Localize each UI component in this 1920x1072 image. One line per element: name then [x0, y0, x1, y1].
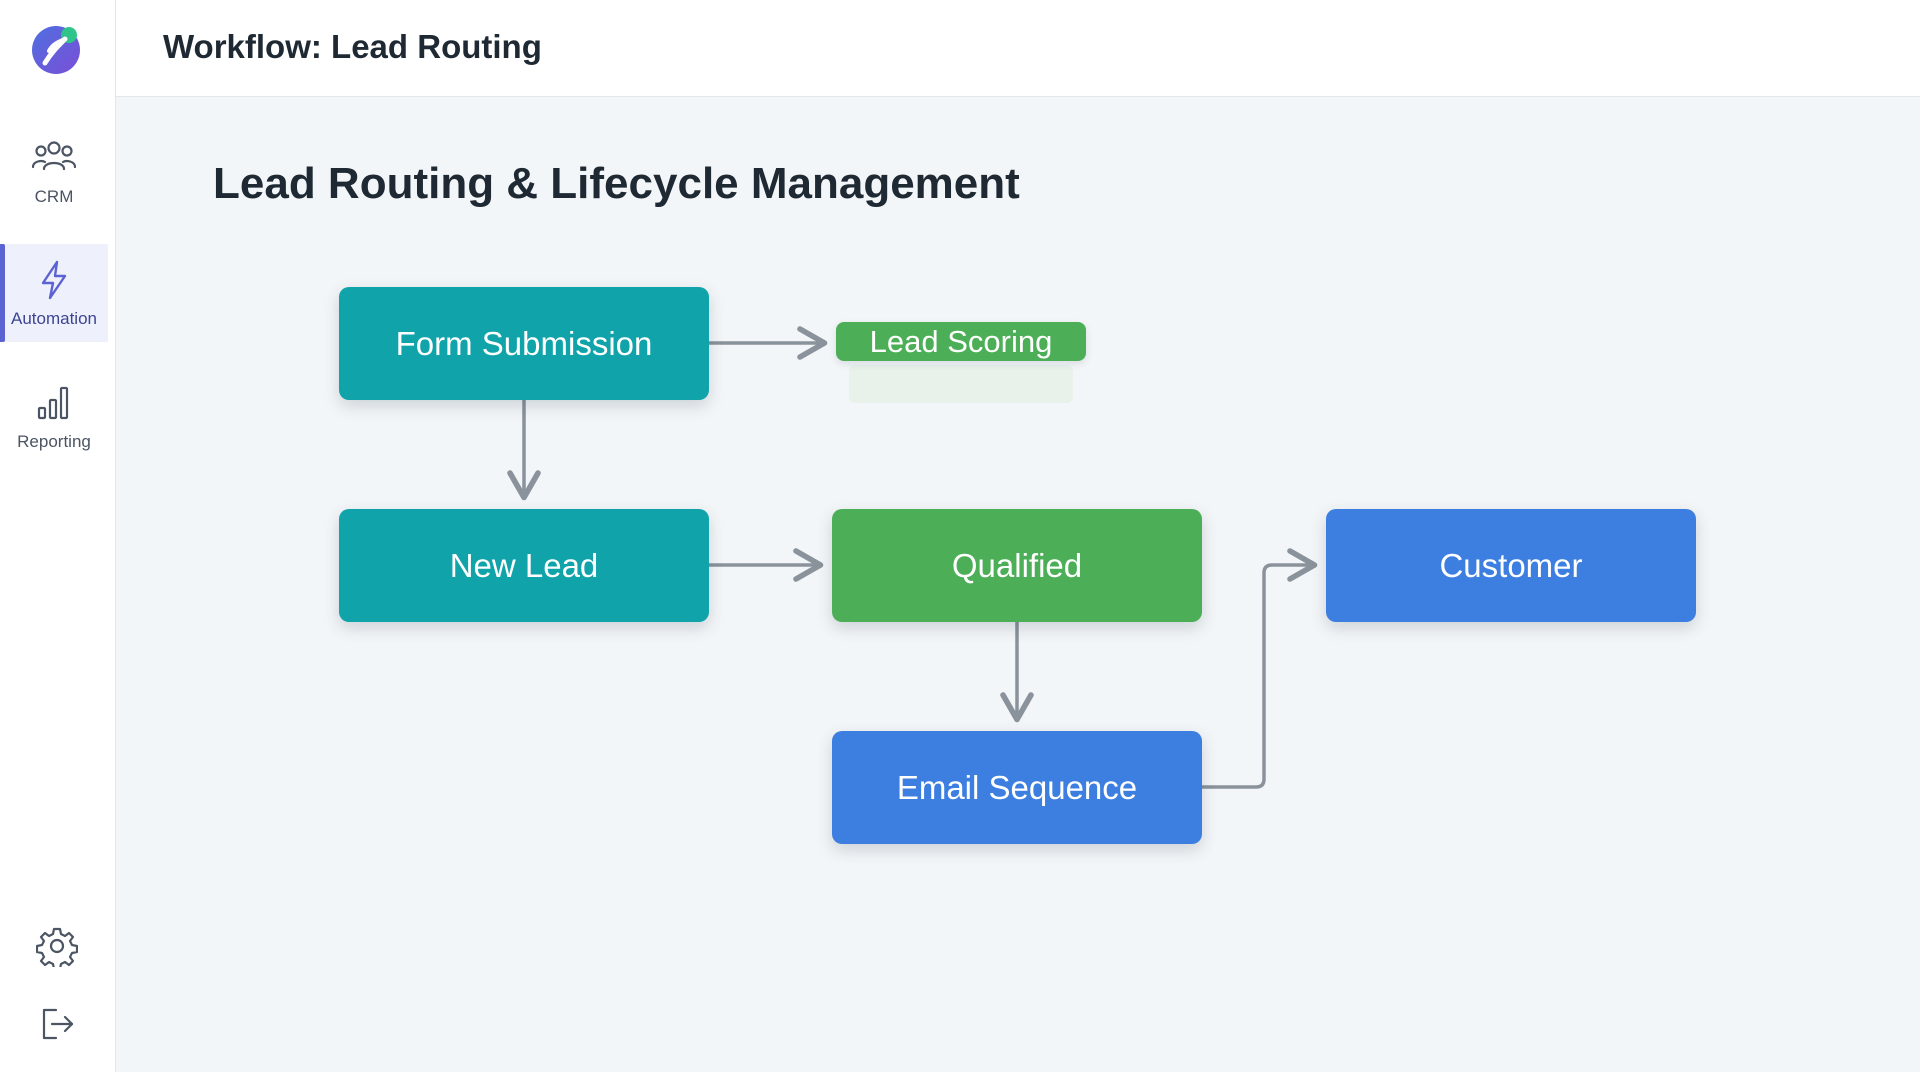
node-lead-scoring[interactable]: Lead Scoring	[836, 322, 1086, 361]
sidebar: CRM Automation Reporting	[0, 0, 116, 1072]
bar-chart-icon	[37, 386, 69, 420]
lead-scoring-drop-shadow	[849, 365, 1073, 403]
sidebar-item-automation[interactable]: Automation	[0, 244, 108, 342]
diagram-title: Lead Routing & Lifecycle Management	[213, 159, 1020, 208]
users-icon	[31, 141, 77, 171]
sidebar-item-crm[interactable]: CRM	[0, 122, 108, 220]
sidebar-item-label: Automation	[11, 309, 97, 328]
node-new-lead[interactable]: New Lead	[339, 509, 709, 622]
node-customer[interactable]: Customer	[1326, 509, 1696, 622]
node-email-sequence[interactable]: Email Sequence	[832, 731, 1202, 844]
sidebar-item-reporting[interactable]: Reporting	[0, 367, 108, 465]
logout-icon[interactable]	[36, 1003, 78, 1045]
sidebar-item-label: CRM	[34, 187, 74, 206]
workflow-canvas[interactable]: Lead Routing & Lifecycle Management Form…	[116, 97, 1920, 1072]
node-qualified[interactable]: Qualified	[832, 509, 1202, 622]
edge-email-to-customer[interactable]	[1202, 548, 1318, 789]
sidebar-item-label: Reporting	[17, 432, 91, 451]
connector-layer	[507, 326, 1318, 789]
page-title: Workflow: Lead Routing	[163, 28, 542, 65]
app-logo-icon[interactable]	[31, 23, 83, 75]
top-header: Workflow: Lead Routing	[116, 0, 1920, 97]
gear-icon[interactable]	[36, 925, 78, 967]
node-form-submission[interactable]: Form Submission	[339, 287, 709, 400]
lightning-bolt-icon	[41, 260, 67, 300]
